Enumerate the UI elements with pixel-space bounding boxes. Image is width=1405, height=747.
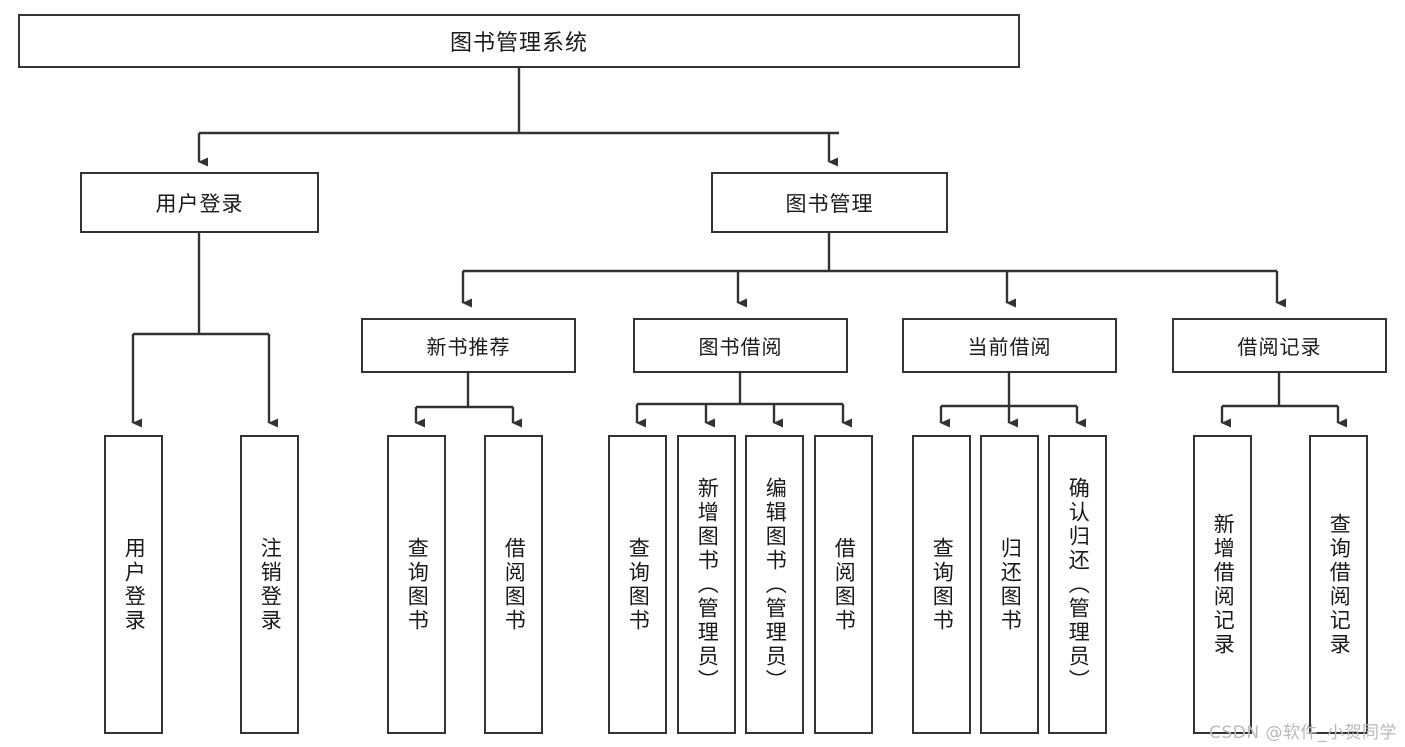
node-label: 确认归还（管理员） <box>1066 476 1091 693</box>
leaf-current-return-book[interactable]: 归还图书 <box>980 435 1039 734</box>
node-label: 查询借阅记录 <box>1327 512 1352 657</box>
leaf-borrow-add-book-admin[interactable]: 新增图书（管理员） <box>677 435 736 734</box>
node-label: 新书推荐 <box>426 335 511 359</box>
leaf-borrow-query-book[interactable]: 查询图书 <box>608 435 667 734</box>
leaf-current-query-book[interactable]: 查询图书 <box>912 435 971 734</box>
leaf-record-add-record[interactable]: 新增借阅记录 <box>1193 435 1252 734</box>
node-label: 查询图书 <box>930 536 955 633</box>
leaf-user-login-login[interactable]: 用户登录 <box>104 435 163 734</box>
node-borrow-record[interactable]: 借阅记录 <box>1172 318 1387 373</box>
node-label: 当前借阅 <box>967 335 1052 359</box>
node-book-management[interactable]: 图书管理 <box>711 172 948 233</box>
node-label: 查询图书 <box>626 536 651 633</box>
leaf-borrow-edit-book-admin[interactable]: 编辑图书（管理员） <box>745 435 804 734</box>
node-user-login[interactable]: 用户登录 <box>80 172 319 233</box>
node-label: 借阅记录 <box>1237 335 1322 359</box>
node-book-borrow[interactable]: 图书借阅 <box>633 318 848 373</box>
node-label: 图书管理 <box>785 191 874 216</box>
csdn-watermark: CSDN @软件_小贺同学 <box>1209 723 1397 743</box>
leaf-recommend-borrow-book[interactable]: 借阅图书 <box>484 435 543 734</box>
node-new-book-recommend[interactable]: 新书推荐 <box>361 318 576 373</box>
node-current-borrow[interactable]: 当前借阅 <box>902 318 1117 373</box>
node-label: 图书借阅 <box>698 335 783 359</box>
leaf-recommend-query-book[interactable]: 查询图书 <box>387 435 446 734</box>
node-label: 归还图书 <box>998 536 1023 633</box>
leaf-current-confirm-return-admin[interactable]: 确认归还（管理员） <box>1048 435 1107 734</box>
leaf-record-query-record[interactable]: 查询借阅记录 <box>1309 435 1368 734</box>
node-root-system[interactable]: 图书管理系统 <box>18 14 1020 68</box>
node-label: 查询图书 <box>405 536 430 633</box>
node-label: 新增借阅记录 <box>1211 512 1236 657</box>
leaf-borrow-borrow-book[interactable]: 借阅图书 <box>814 435 873 734</box>
leaf-user-login-logout[interactable]: 注销登录 <box>240 435 299 734</box>
node-label: 用户登录 <box>122 536 147 633</box>
node-label: 新增图书（管理员） <box>695 476 720 693</box>
node-label: 借阅图书 <box>502 536 527 633</box>
node-label: 编辑图书（管理员） <box>763 476 788 693</box>
node-label: 图书管理系统 <box>449 31 588 56</box>
node-label: 借阅图书 <box>832 536 857 633</box>
node-label: 用户登录 <box>155 191 244 216</box>
node-label: 注销登录 <box>258 536 283 633</box>
